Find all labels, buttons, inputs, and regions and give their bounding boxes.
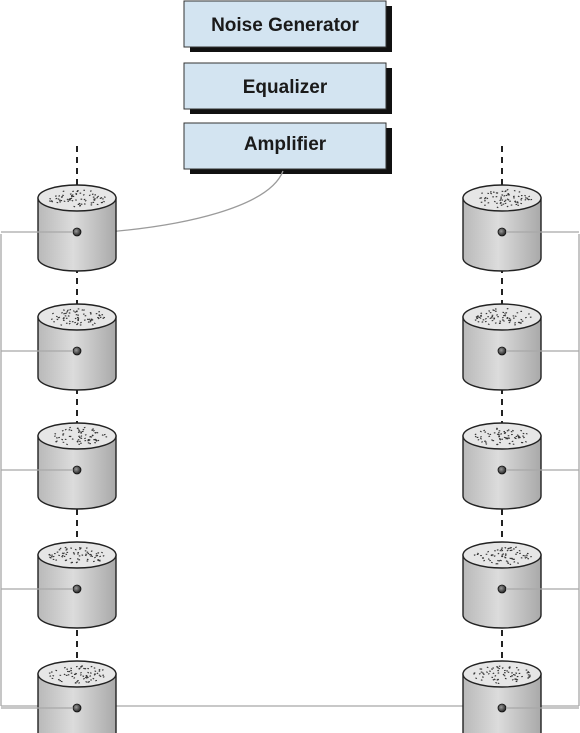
speaker-grille — [474, 308, 532, 326]
speaker-terminal-icon — [497, 346, 507, 356]
left-speaker-column — [1, 146, 117, 733]
left-speaker-1 — [37, 184, 117, 272]
speaker-grille — [48, 546, 105, 564]
speaker-terminal-icon — [497, 227, 507, 237]
speaker-grille — [473, 546, 532, 566]
speaker-grille — [474, 427, 528, 446]
speaker-terminal-icon — [497, 703, 507, 713]
speaker-grille — [50, 308, 106, 326]
noise-generator-block: Noise Generator — [183, 0, 392, 52]
speaker-grille — [49, 189, 106, 208]
speaker-grille — [53, 426, 108, 446]
amplifier-label: Amplifier — [244, 134, 327, 155]
amplifier-output-cable — [77, 170, 284, 235]
left-speaker-5 — [37, 660, 117, 733]
amplifier-block: Amplifier — [183, 122, 392, 174]
speaker-terminal-icon — [72, 465, 82, 475]
right-speaker-3 — [462, 422, 542, 510]
left-speaker-3 — [37, 422, 117, 510]
speaker-terminal-icon — [72, 227, 82, 237]
speaker-terminal-icon — [497, 584, 507, 594]
right-speaker-2 — [462, 303, 542, 391]
right-speaker-column — [462, 146, 579, 733]
speaker-grille — [473, 665, 531, 685]
speaker-terminal-icon — [72, 346, 82, 356]
equalizer-label: Equalizer — [243, 77, 328, 98]
speaker-grille — [479, 188, 533, 209]
speaker-terminal-icon — [72, 584, 82, 594]
noise-generator-label: Noise Generator — [211, 15, 359, 36]
right-speaker-5 — [462, 660, 542, 733]
speaker-terminal-icon — [72, 703, 82, 713]
speaker-terminal-icon — [497, 465, 507, 475]
left-speaker-2 — [37, 303, 117, 391]
right-speaker-1 — [462, 184, 542, 272]
equalizer-block: Equalizer — [183, 62, 392, 114]
speaker-grille — [48, 665, 105, 684]
signal-chain: Noise Generator Equalizer Amplifier — [183, 0, 392, 174]
right-speaker-4 — [462, 541, 542, 629]
left-speaker-4 — [37, 541, 117, 629]
